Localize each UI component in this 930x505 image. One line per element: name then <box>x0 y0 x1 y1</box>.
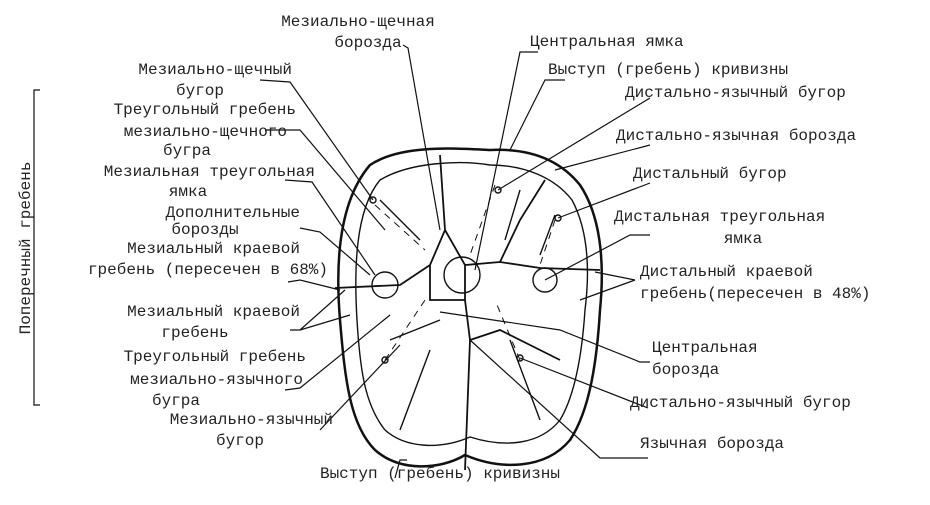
label-triangular-ridge-mb: мезиально-щечного <box>124 123 287 141</box>
occlusal-table <box>355 161 589 447</box>
transverse-ridge-bracket <box>33 89 40 406</box>
label-mesiobuccal-groove: Мезиально-щечная <box>281 13 435 31</box>
tooth-drawing <box>334 147 604 471</box>
label-mesiolingual-cusp: бугор <box>216 432 264 450</box>
cusp-tip-distal <box>554 214 562 222</box>
label-distolingual-groove: Дистально-язычная борозда <box>616 127 856 145</box>
label-mesial-triangular-fossa: ямка <box>169 183 208 201</box>
label-mesial-triangular-fossa: Мезиальная треугольная <box>104 163 315 181</box>
mesial-fossa-circle <box>371 271 399 299</box>
cusp-tip-dl-top <box>494 186 502 194</box>
label-mesial-marginal-ridge-cut: гребень (пересечен в 68%) <box>88 261 328 279</box>
cusp-tip-mb <box>369 196 377 204</box>
cusp-tip-ml <box>381 356 389 364</box>
label-triangular-ridge-mb: бугра <box>163 142 211 160</box>
label-distolingual-cusp-top: Дистально-язычный бугор <box>625 84 846 102</box>
label-mesiobuccal-groove: борозда <box>334 34 402 52</box>
label-central-groove: Центральная <box>652 339 758 357</box>
label-central-groove: борозда <box>652 361 720 379</box>
label-triangular-ridge-mb: Треугольный гребень <box>114 101 296 119</box>
label-mesial-marginal-ridge: Мезиальный краевой <box>127 303 300 321</box>
label-mesiolingual-cusp: Мезиально-язычный <box>170 411 333 429</box>
label-distal-triangular-fossa: Дистальная треугольная <box>614 208 825 226</box>
label-distal-marginal-ridge: гребень(пересечен в 48%) <box>640 285 870 303</box>
label-distal-marginal-ridge: Дистальный краевой <box>640 263 813 281</box>
label-mesiobuccal-cusp: бугор <box>176 82 224 100</box>
cusp-ridges <box>379 189 556 431</box>
label-triangular-ridge-ml: Треугольный гребень <box>124 348 306 366</box>
label-triangular-ridge-ml: бугра <box>152 392 200 410</box>
label-distal-cusp: Дистальный бугор <box>633 165 787 183</box>
central-fossa-circle <box>443 256 481 294</box>
transverse-ridge-label: Поперечный гребень <box>17 162 35 335</box>
label-mesiobuccal-cusp: Мезиально-щечный <box>138 61 292 79</box>
distal-fossa-circle <box>532 267 558 293</box>
label-distolingual-cusp-bottom: Дистально-язычный бугор <box>630 394 851 412</box>
cusp-tip-dl <box>516 354 524 362</box>
leader-lines <box>259 44 651 479</box>
central-groove-lines <box>334 154 601 471</box>
label-mesial-marginal-ridge-cut: Мезиальный краевой <box>127 240 300 258</box>
tooth-outline <box>337 147 604 468</box>
label-distal-triangular-fossa: ямка <box>724 230 763 248</box>
label-height-of-contour-top: Выступ (гребень) кривизны <box>548 61 788 79</box>
label-mesial-marginal-ridge: гребень <box>161 324 228 342</box>
label-supplemental-grooves: Дополнительные <box>166 204 300 222</box>
label-height-of-contour-bottom: Выступ (гребень) кривизны <box>320 465 560 483</box>
label-supplemental-grooves: борозды <box>171 221 238 239</box>
label-triangular-ridge-ml: мезиально-язычного <box>130 371 303 389</box>
label-lingual-groove: Язычная борозда <box>640 435 784 453</box>
label-central-fossa: Центральная ямка <box>530 33 684 51</box>
